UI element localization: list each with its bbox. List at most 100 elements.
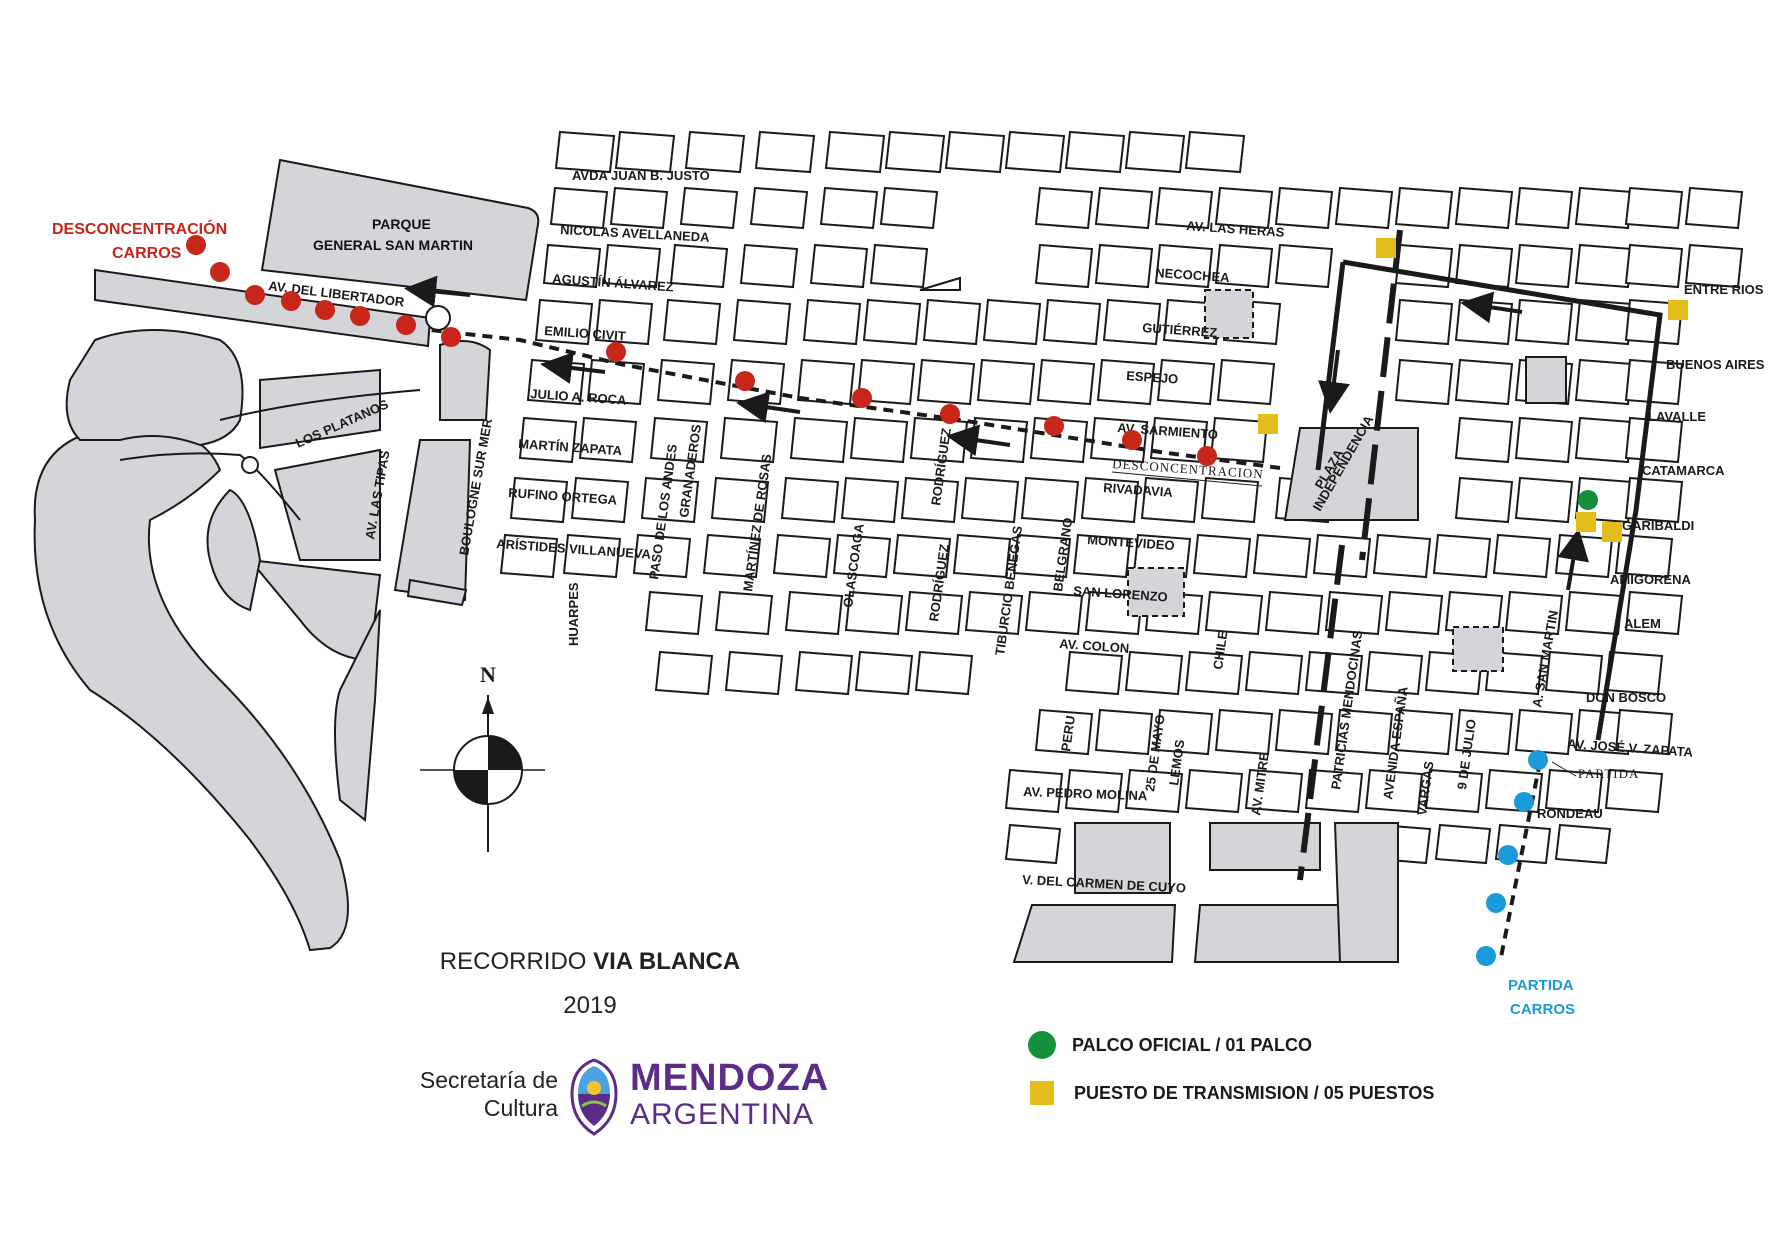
start-route-point <box>1486 893 1506 913</box>
city-block <box>1432 533 1492 579</box>
city-block <box>1252 533 1312 579</box>
city-block <box>1072 533 1132 579</box>
start-label-line2: CARROS <box>1510 1001 1575 1018</box>
city-block <box>710 476 770 524</box>
city-block <box>1012 533 1072 579</box>
city-block <box>654 650 714 696</box>
city-block <box>1514 243 1574 289</box>
street-sarmiento: AV. SARMIENTO <box>1117 420 1219 442</box>
city-block <box>1574 243 1634 289</box>
brand-logo: Secretaría de Cultura MENDOZA ARGENTINA <box>408 1058 828 1138</box>
city-block <box>1514 416 1574 464</box>
city-block <box>849 416 909 464</box>
start-point-label: PARTIDA <box>1578 766 1639 781</box>
city-block <box>542 243 602 289</box>
park-name-line2: GENERAL SAN MARTIN <box>313 237 473 253</box>
city-block <box>684 130 746 174</box>
city-block <box>1492 533 1552 579</box>
street-buenos-aires: BUENOS AIRES <box>1666 357 1765 372</box>
city-block <box>884 130 946 174</box>
city-block <box>1364 650 1424 696</box>
city-block <box>862 298 922 346</box>
city-block <box>1604 650 1664 696</box>
street-zapata: MARTÍN ZAPATA <box>518 436 623 458</box>
end-route-point <box>350 306 370 326</box>
street-rondeau: RONDEAU <box>1537 806 1603 821</box>
route-points <box>186 235 1688 966</box>
city-block <box>982 298 1042 346</box>
city-block <box>1034 186 1094 230</box>
street-alem: ALEM <box>1624 616 1661 631</box>
city-block <box>1334 186 1394 230</box>
mendoza-emblem-icon <box>570 1058 618 1136</box>
city-block <box>1614 708 1674 756</box>
city-block <box>1544 768 1604 814</box>
city-block <box>1574 186 1634 230</box>
city-block <box>802 298 862 346</box>
route-avenue-markers <box>1297 229 1403 881</box>
street-jose-zapata: AV. JOSÉ V. ZAPATA <box>1567 736 1694 760</box>
city-block <box>1564 590 1624 636</box>
city-block <box>914 650 974 696</box>
street-huarpes: HUARPES <box>566 582 581 646</box>
palco-marker-icon <box>1028 1031 1056 1059</box>
compass-icon: N <box>420 662 545 852</box>
park-area <box>33 158 540 952</box>
city-block <box>1214 243 1274 289</box>
city-block <box>570 476 630 524</box>
city-grid <box>499 130 1744 865</box>
city-block <box>1394 708 1454 756</box>
city-block <box>1394 358 1454 406</box>
city-block <box>1514 708 1574 756</box>
arrow-west-sarmiento <box>946 424 1011 457</box>
start-label-line1: PARTIDA <box>1508 977 1574 994</box>
city-block <box>1624 243 1684 289</box>
palco-oficial-marker <box>1578 490 1598 510</box>
city-block <box>1064 768 1124 814</box>
street-espejo: ESPEJO <box>1126 368 1179 387</box>
city-block <box>1034 708 1094 756</box>
city-block <box>669 243 729 289</box>
city-block <box>944 130 1006 174</box>
arrow-north-san-martin <box>1557 528 1590 591</box>
city-block <box>614 130 676 174</box>
start-route-point <box>1498 845 1518 865</box>
city-block <box>1042 298 1102 346</box>
city-block <box>1454 416 1514 464</box>
city-block <box>922 298 982 346</box>
end-route-point <box>1122 430 1142 450</box>
city-block <box>1394 186 1454 230</box>
city-block <box>1216 358 1276 406</box>
city-block <box>1454 243 1514 289</box>
street-martinez-rosas: MARTÍNEZ DE ROSAS <box>740 453 774 593</box>
city-block <box>714 590 774 636</box>
city-block <box>732 298 792 346</box>
city-block <box>1244 768 1304 814</box>
city-block <box>724 650 784 696</box>
street-peru: PERU <box>1058 715 1078 753</box>
city-block <box>856 358 916 406</box>
end-point-underline <box>1111 471 1263 487</box>
arrow-west-civit <box>540 352 606 384</box>
start-route-point <box>1476 946 1496 966</box>
city-block <box>1080 476 1140 524</box>
street-pedro-molina: AV. PEDRO MOLINA <box>1023 784 1148 803</box>
end-route-point <box>852 388 872 408</box>
city-block <box>1454 186 1514 230</box>
end-route-point <box>441 327 461 347</box>
title-bold: VIA BLANCA <box>593 948 741 975</box>
city-block <box>739 243 799 289</box>
city-block <box>1384 590 1444 636</box>
city-block <box>1094 243 1154 289</box>
end-route-point <box>1197 446 1217 466</box>
plazas <box>919 276 1567 963</box>
city-block <box>1024 590 1084 636</box>
secretaria-text: Secretaría de Cultura <box>408 1066 558 1122</box>
city-block <box>772 533 832 579</box>
city-block <box>1214 186 1274 230</box>
city-block <box>1192 533 1252 579</box>
city-block <box>1004 823 1062 865</box>
city-block <box>562 533 622 579</box>
city-block <box>1624 590 1684 636</box>
city-block <box>509 476 569 524</box>
